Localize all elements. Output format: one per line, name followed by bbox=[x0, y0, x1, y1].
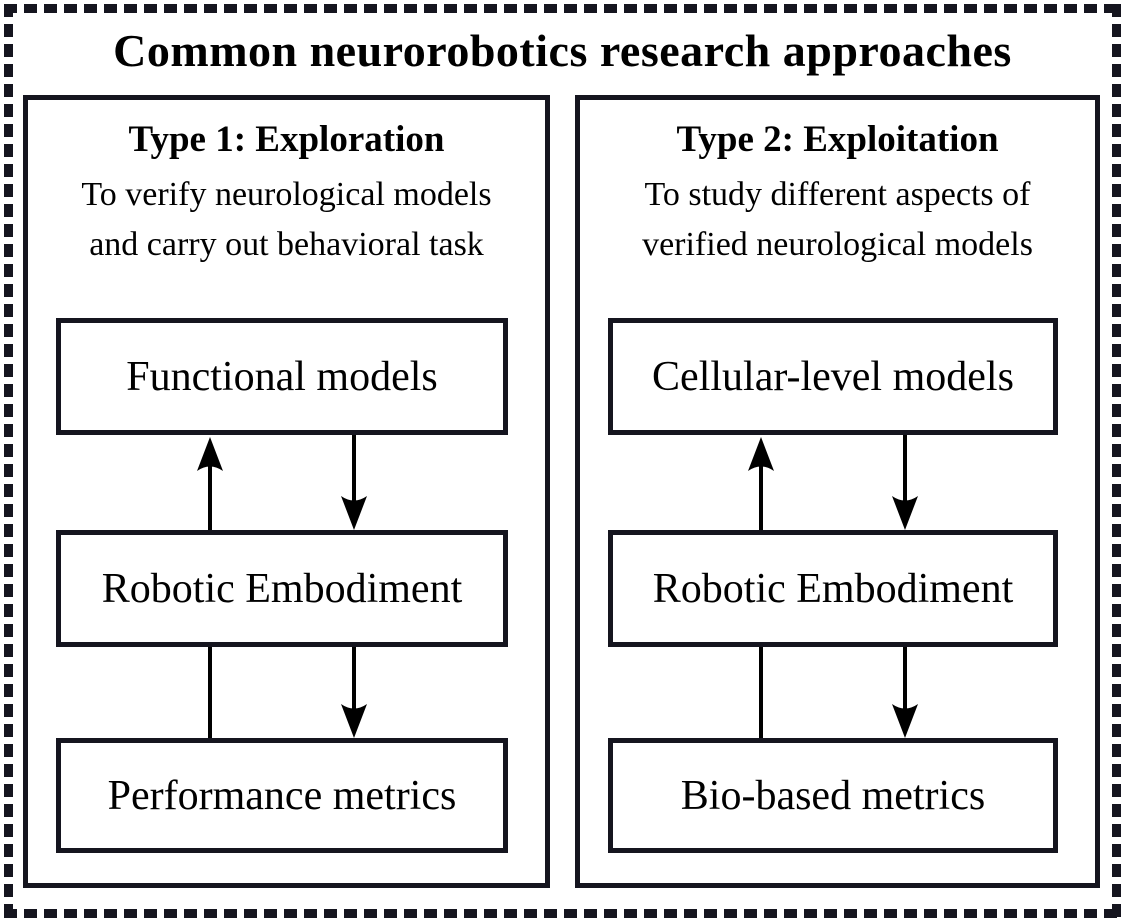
outer-dashed-border-top bbox=[4, 4, 1121, 13]
outer-dashed-border-right bbox=[1112, 4, 1121, 918]
box-label: Functional models bbox=[126, 353, 438, 400]
box-functional-models: Functional models bbox=[56, 318, 508, 435]
arrow-shaft bbox=[352, 647, 357, 720]
arrow-down bbox=[891, 647, 919, 738]
connector-zone-bottom bbox=[56, 647, 508, 738]
figure-title: Common neurorobotics research approaches bbox=[113, 25, 1012, 76]
outer-dashed-border-bottom bbox=[4, 909, 1121, 918]
connector-zone-top bbox=[608, 435, 1058, 530]
arrow-shaft bbox=[759, 453, 763, 530]
box-label: Robotic Embodiment bbox=[101, 565, 463, 612]
arrow-shaft bbox=[352, 435, 357, 512]
connector-zone-top bbox=[56, 435, 508, 530]
arrowhead-down-icon bbox=[341, 704, 368, 738]
box-robotic-embodiment: Robotic Embodiment bbox=[608, 530, 1058, 647]
arrow-up bbox=[196, 435, 224, 530]
panel-subtitle-line: To study different aspects of bbox=[644, 176, 1031, 213]
connector-line-plain bbox=[196, 647, 224, 738]
arrow-down bbox=[891, 435, 919, 530]
arrowhead-down-icon bbox=[892, 704, 918, 738]
box-performance-metrics: Performance metrics bbox=[56, 738, 508, 853]
arrow-shaft bbox=[903, 435, 907, 512]
panel-type2-exploitation: Type 2: Exploitation To study different … bbox=[575, 95, 1100, 888]
panel-subtitle-line: and carry out behavioral task bbox=[89, 226, 484, 263]
outer-dashed-border-left bbox=[4, 4, 13, 918]
arrow-shaft bbox=[759, 647, 763, 738]
panel-subtitle-line: To verify neurological models bbox=[81, 176, 492, 213]
box-label: Performance metrics bbox=[107, 772, 457, 819]
box-cellular-level-models: Cellular-level models bbox=[608, 318, 1058, 435]
arrow-down bbox=[340, 647, 368, 738]
arrowhead-down-icon bbox=[341, 496, 368, 530]
arrow-shaft bbox=[903, 647, 907, 720]
panel-heading: Type 2: Exploitation bbox=[676, 119, 999, 160]
panel-subtitle: To verify neurological models and carry … bbox=[28, 170, 545, 270]
box-bio-based-metrics: Bio-based metrics bbox=[608, 738, 1058, 853]
panel-heading: Type 1: Exploration bbox=[128, 119, 445, 160]
arrow-shaft bbox=[207, 453, 212, 530]
arrow-shaft bbox=[207, 647, 212, 738]
arrow-down bbox=[340, 435, 368, 530]
box-robotic-embodiment: Robotic Embodiment bbox=[56, 530, 508, 647]
box-label: Cellular-level models bbox=[652, 353, 1014, 400]
arrow-up bbox=[747, 435, 775, 530]
panel-subtitle: To study different aspects of verified n… bbox=[580, 170, 1095, 270]
box-label: Robotic Embodiment bbox=[652, 565, 1014, 612]
panel-subtitle-line: verified neurological models bbox=[642, 226, 1033, 263]
panel-type1-exploration: Type 1: Exploration To verify neurologic… bbox=[23, 95, 550, 888]
connector-zone-bottom bbox=[608, 647, 1058, 738]
box-label: Bio-based metrics bbox=[680, 772, 986, 819]
connector-line-plain bbox=[747, 647, 775, 738]
arrowhead-down-icon bbox=[892, 496, 918, 530]
